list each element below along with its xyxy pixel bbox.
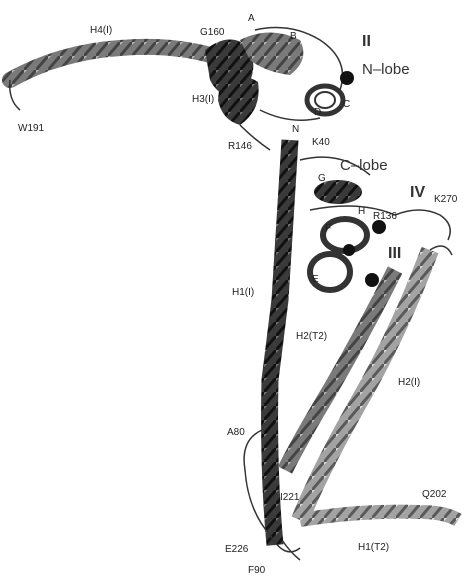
label-helix-g: G — [318, 174, 326, 184]
label-site-iv: IV — [410, 185, 425, 201]
label-h2-i: H2(I) — [398, 378, 420, 388]
label-h1-i: H1(I) — [232, 288, 254, 298]
n-lobe-cluster — [205, 28, 343, 150]
helix-h2 — [285, 246, 452, 520]
calcium-ion-icon — [340, 71, 354, 85]
label-h1-t2: H1(T2) — [358, 543, 389, 553]
helix-h1-i — [270, 140, 290, 545]
label-e226: E226 — [225, 545, 248, 555]
label-site-ii: II — [362, 34, 371, 50]
label-f90: F90 — [248, 566, 265, 576]
label-h2-t2: H2(T2) — [296, 332, 327, 342]
label-helix-a: A — [248, 14, 255, 24]
label-q202: Q202 — [422, 490, 446, 500]
label-r146: R146 — [228, 142, 252, 152]
label-helix-d: D — [314, 108, 321, 118]
label-helix-b: B — [290, 32, 297, 42]
label-h3-i: H3(I) — [192, 95, 214, 105]
label-site-iii: III — [388, 246, 401, 262]
label-helix-f: F — [325, 224, 331, 234]
label-n-lobe: N–lobe — [362, 62, 410, 77]
label-a80: A80 — [227, 428, 245, 438]
label-helix-h: H — [358, 207, 365, 217]
label-w191: W191 — [18, 124, 44, 134]
helix-h1-t2 — [300, 512, 458, 520]
helix-h4 — [10, 47, 210, 110]
label-g160: G160 — [200, 28, 224, 38]
calcium-ion-icon — [372, 220, 386, 234]
label-helix-c: C — [343, 100, 350, 110]
label-i221: I221 — [280, 493, 299, 503]
calcium-ion-icon — [365, 273, 379, 287]
label-helix-e: E — [312, 275, 319, 285]
label-k270: K270 — [434, 195, 457, 205]
label-k40: K40 — [312, 138, 330, 148]
label-h4-i: H4(I) — [90, 26, 112, 36]
calcium-ion-icon — [343, 244, 355, 256]
label-helix-n: N — [292, 125, 299, 135]
label-c-lobe: C–lobe — [340, 158, 388, 173]
label-r136: R136 — [373, 212, 397, 222]
